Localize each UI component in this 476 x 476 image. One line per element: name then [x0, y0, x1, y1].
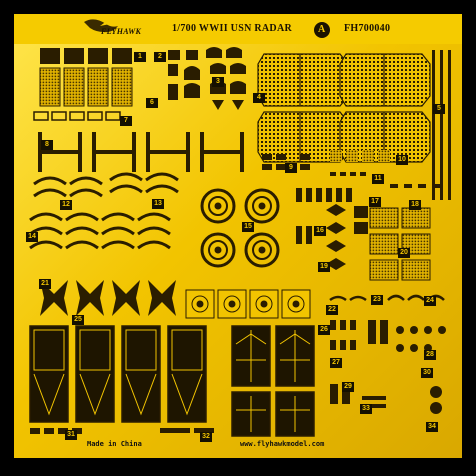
part-group-20: [369, 207, 431, 281]
part-number-20: 20: [398, 248, 410, 258]
brand-name: FLYHAWK: [101, 27, 142, 36]
part-number-3: 3: [212, 77, 224, 87]
website-text: www.flyhawkmodel.com: [240, 440, 325, 448]
part-number-6: 6: [146, 98, 158, 108]
part-group-21: [40, 280, 176, 316]
part-group-27-34: [330, 320, 446, 414]
sheet-badge: [314, 22, 330, 38]
part-number-4: 4: [253, 93, 265, 103]
part-group-6: [39, 67, 133, 107]
part-number-12: 12: [60, 200, 72, 210]
part-number-8: 8: [41, 140, 53, 150]
part-number-11: 11: [372, 174, 384, 184]
part-number-33: 33: [360, 404, 372, 414]
fret-title: 1/700 WWII USN RADAR: [172, 23, 292, 34]
part-number-2: 2: [154, 52, 166, 62]
part-number-13: 13: [152, 199, 164, 209]
part-number-26: 26: [318, 325, 330, 335]
part-number-16: 16: [314, 226, 326, 236]
part-number-27: 27: [330, 358, 342, 368]
part-number-28: 28: [424, 350, 436, 360]
part-number-24: 24: [424, 296, 436, 306]
part-group-4: [257, 53, 431, 163]
part-number-23: 23: [371, 295, 383, 305]
part-group-25: [29, 325, 207, 423]
part-group-26: [231, 325, 315, 437]
part-group-12-14: [29, 172, 179, 250]
part-number-31: 31: [65, 430, 77, 440]
flyhawk-logo: [84, 19, 118, 33]
part-number-32: 32: [200, 432, 212, 442]
part-number-14: 14: [26, 232, 38, 242]
part-number-29: 29: [342, 382, 354, 392]
part-group-22: [185, 289, 311, 319]
part-number-17: 17: [369, 197, 381, 207]
part-group-31-32: [30, 428, 214, 434]
part-number-1: 1: [134, 52, 146, 62]
part-number-25: 25: [72, 315, 84, 325]
part-number-5: 5: [433, 104, 445, 114]
part-number-22: 22: [326, 305, 338, 315]
part-number-19: 19: [318, 262, 330, 272]
part-number-15: 15: [242, 222, 254, 232]
product-code: FH700040: [344, 23, 391, 34]
part-group-1: [40, 48, 132, 64]
part-number-34: 34: [426, 422, 438, 432]
part-group-9-11: [262, 150, 390, 176]
part-number-30: 30: [421, 368, 433, 378]
part-number-18: 18: [409, 200, 421, 210]
part-group-15: [200, 188, 280, 268]
part-number-21: 21: [39, 279, 51, 289]
part-number-7: 7: [120, 116, 132, 126]
part-number-9: 9: [285, 163, 297, 173]
part-group-8: [38, 132, 244, 172]
part-number-10: 10: [396, 155, 408, 165]
part-group-5: [432, 50, 451, 200]
sheet-letter: A: [318, 24, 326, 35]
origin-text: Made in China: [87, 440, 142, 448]
